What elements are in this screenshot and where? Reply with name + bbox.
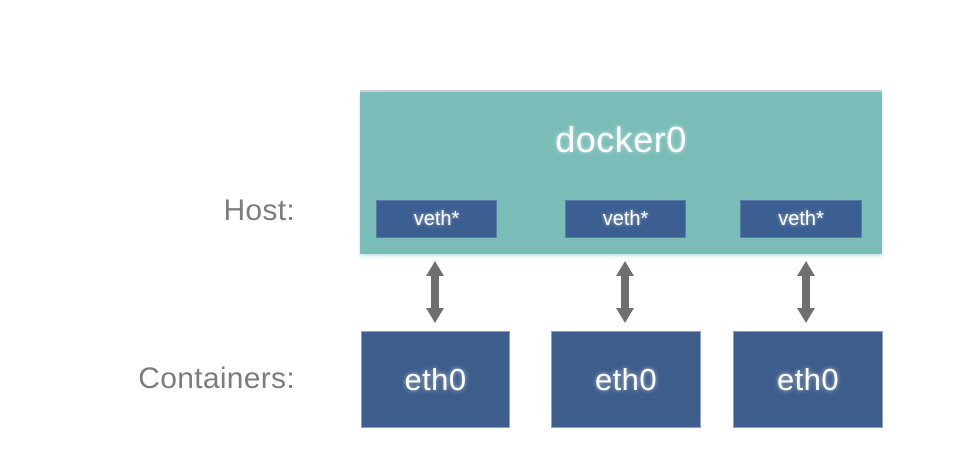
veth-interface-box: veth* [740, 200, 862, 238]
container-eth0-box: eth0 [551, 331, 701, 428]
veth-interface-label: veth* [413, 208, 460, 230]
container-eth0-label: eth0 [777, 362, 839, 397]
veth-interface-box: veth* [565, 200, 686, 238]
veth-interface-label: veth* [602, 208, 649, 230]
docker0-bridge-label: docker0 [555, 119, 687, 160]
row-label-containers: Containers: [138, 362, 295, 395]
bidirectional-arrow-icon [426, 261, 444, 323]
row-label-host: Host: [223, 194, 295, 227]
container-eth0-box: eth0 [733, 331, 883, 428]
container-eth0-label: eth0 [404, 362, 467, 397]
veth-interface-box: veth* [376, 200, 497, 238]
container-eth0-box: eth0 [361, 331, 510, 428]
host-bridge-panel: docker0 veth* veth* veth* [360, 92, 882, 254]
bidirectional-arrow-icon [797, 261, 815, 323]
container-eth0-label: eth0 [595, 362, 657, 397]
bidirectional-arrow-icon [616, 261, 634, 323]
veth-interface-label: veth* [778, 208, 824, 230]
